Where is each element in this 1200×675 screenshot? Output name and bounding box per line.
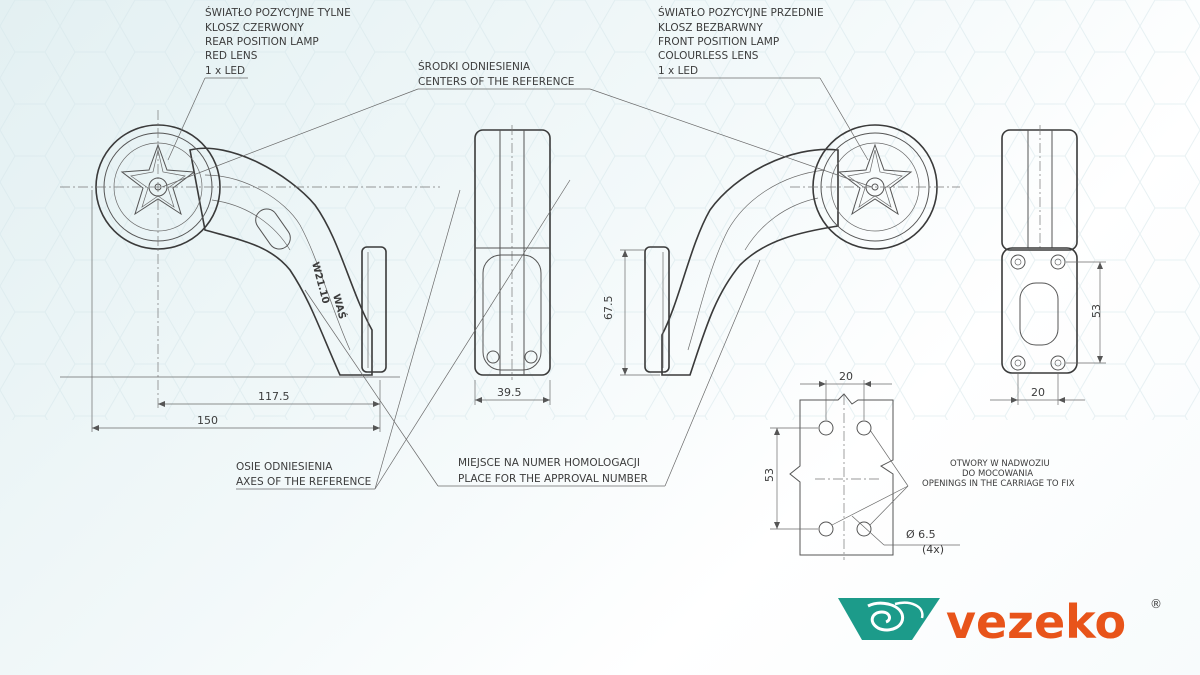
dimension-53-holes: 53: [763, 468, 776, 482]
mounting-holes-detail: 20 53 Ø 6.5 (4x): [763, 370, 960, 560]
callout-rear-lamp: ŚWIATŁO POZYCYJNE TYLNE KLOSZ CZERWONY R…: [167, 6, 351, 161]
rear-callout-line-2: KLOSZ CZERWONY: [205, 22, 304, 34]
callout-openings: OTWORY W NADWOZIU DO MOCOWANIA OPENINGS …: [922, 459, 1075, 489]
dimension-20-holes: 20: [839, 370, 853, 383]
centers-callout-line-1: ŚRODKI ODNIESIENIA: [418, 60, 531, 73]
dimension-53-bracket: 53: [1090, 304, 1103, 318]
front-callout-line-1: ŚWIATŁO POZYCYJNE PRZEDNIE: [658, 6, 824, 19]
centers-callout-line-2: CENTERS OF THE REFERENCE: [418, 76, 574, 88]
dimension-39-5: 39.5: [497, 386, 522, 399]
hole-count-label: (4x): [922, 543, 944, 556]
dimension-117-5: 117.5: [258, 390, 290, 403]
bracket-back-view: 53 20: [990, 125, 1106, 405]
axes-callout-line-2: AXES OF THE REFERENCE: [236, 476, 371, 488]
openings-callout-line-1: OTWORY W NADWOZIU: [950, 459, 1050, 469]
background-pattern: [0, 0, 1200, 420]
callout-axes-reference: OSIE ODNIESIENIA AXES OF THE REFERENCE: [236, 179, 571, 490]
front-callout-line-2: KLOSZ BEZBARWNY: [658, 22, 763, 34]
approval-callout-line-1: MIEJSCE NA NUMER HOMOLOGACJI: [458, 457, 640, 469]
dimension-67-5: 67.5: [602, 296, 615, 321]
lamp-profile-view: 39.5: [474, 125, 551, 405]
axes-callout-line-1: OSIE ODNIESIENIA: [236, 461, 333, 473]
approval-callout-line-2: PLACE FOR THE APPROVAL NUMBER: [458, 473, 648, 485]
dimension-150: 150: [197, 414, 218, 427]
front-callout-line-4: COLOURLESS LENS: [658, 50, 759, 62]
rear-callout-line-1: ŚWIATŁO POZYCYJNE TYLNE: [205, 6, 351, 19]
rear-callout-line-4: RED LENS: [205, 50, 258, 62]
front-lamp-side-view: 67.5: [602, 124, 960, 376]
vezeko-logo: vezeko ®: [838, 595, 1162, 649]
registered-mark: ®: [1150, 597, 1162, 611]
front-callout-line-5: 1 x LED: [658, 65, 698, 77]
callout-approval-number: MIEJSCE NA NUMER HOMOLOGACJI PLACE FOR T…: [304, 259, 761, 487]
openings-callout-line-2: DO MOCOWANIA: [962, 469, 1033, 479]
rear-callout-line-5: 1 x LED: [205, 65, 245, 77]
openings-callout-line-3: OPENINGS IN THE CARRIAGE TO FIX: [922, 479, 1075, 489]
callout-centers-reference: ŚRODKI ODNIESIENIA CENTERS OF THE REFERE…: [161, 60, 873, 188]
logo-text: vezeko: [946, 595, 1126, 649]
callout-front-lamp: ŚWIATŁO POZYCYJNE PRZEDNIE KLOSZ BEZBARW…: [658, 6, 869, 161]
rear-lamp-side-view: W21.10 WAŚ 117.5 150: [60, 110, 440, 432]
rear-callout-line-3: REAR POSITION LAMP: [205, 36, 319, 48]
front-callout-line-3: FRONT POSITION LAMP: [658, 36, 779, 48]
hole-diameter-label: Ø 6.5: [906, 528, 936, 541]
dimension-20-bracket: 20: [1031, 386, 1045, 399]
